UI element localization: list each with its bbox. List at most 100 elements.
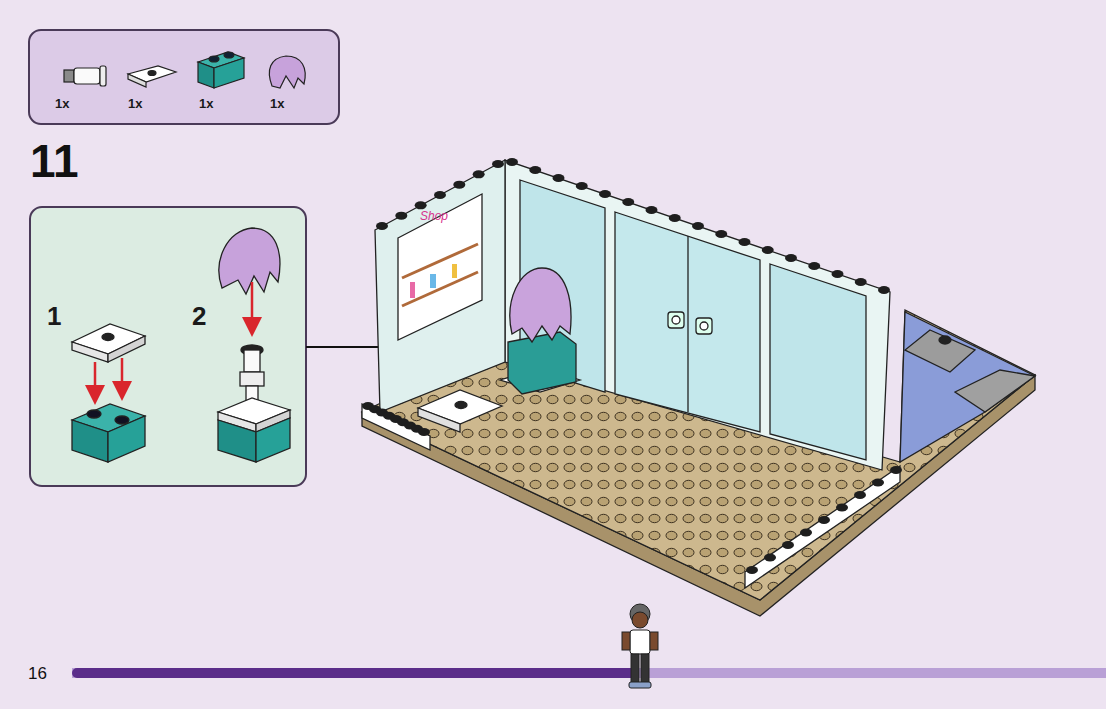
room-model-part [905,330,975,372]
stud [832,270,844,278]
room-model-part [770,264,866,460]
parts-icons-part [64,70,74,82]
parts-panel-part [29,30,339,124]
minifigure-part [650,632,658,650]
substep-2-art-part [218,420,256,462]
stud [800,529,812,537]
progress-bar [72,668,1106,678]
stud [418,428,430,436]
room-model-part [375,160,505,412]
stud [692,222,704,230]
parts-icons-part [128,74,146,87]
minifigure-part [641,654,649,684]
step-number: 11 [30,138,79,184]
page-number: 16 [28,665,47,682]
room-model-part [452,264,457,278]
stud [764,554,776,562]
stud [473,170,485,178]
parts-icons-part [224,52,234,58]
room-model-part [696,318,712,334]
stud [506,158,518,166]
room-model-part [668,312,684,328]
room-model-part [672,316,680,324]
substep-2-art-part [256,418,290,462]
substep-1-art-part [72,420,108,462]
minifigure-part [632,612,648,628]
room-model [362,160,1035,616]
minifigure-part [630,630,650,654]
quantity-label: 1x [199,97,213,110]
substep-1-art-part [121,358,124,396]
parts-icons [64,52,305,88]
stud [890,466,902,474]
room-model-part [955,370,1035,412]
room-model-part [430,274,436,288]
substep-1-art-part [108,416,145,462]
minifigure-part [629,682,651,688]
stud [553,174,565,182]
substep-panel [30,207,306,486]
parts-list-box: 1x1x1x1x [29,30,339,124]
quantity-label: 1x [270,97,284,110]
substep-1-art-part [115,416,129,424]
stud [878,286,890,294]
room-model-part [687,236,688,412]
room-model-part [410,282,415,298]
stud [854,491,866,499]
stud [808,262,820,270]
stud [395,212,407,220]
room-model-part [455,402,467,409]
stud [434,191,446,199]
stud [622,198,634,206]
parts-icons-part [100,66,106,86]
substep-1-art-part [108,336,145,362]
substep-number: 1 [47,303,61,329]
parts-icons-part [269,56,305,88]
stud [576,182,588,190]
substep-number: 2 [192,303,206,329]
substep-1-art-part [102,334,114,341]
parts-icons-part [209,56,219,62]
room-model-part [508,332,576,394]
stud [739,238,751,246]
substep-2-art [218,228,290,462]
room-model-part [939,336,951,344]
room-model-part [505,160,890,470]
stud [492,160,504,168]
room-model-part [510,268,571,342]
stud [762,246,774,254]
stud [746,566,758,574]
stud [669,214,681,222]
parts-icons-part [148,71,156,76]
stud [599,190,611,198]
stud [785,254,797,262]
stud [872,479,884,487]
room-model-part [900,312,1035,462]
room-model-part [402,244,478,278]
wall-studs [362,158,902,574]
substep-2-art-part [219,228,280,294]
substep-box: 12 [30,207,306,486]
room-model-part [402,272,478,306]
parts-panel [29,30,339,124]
minifigure-part [622,632,630,650]
substep-1-art-part [72,342,108,362]
stud [453,181,465,189]
room-model-part [745,466,900,588]
substep-1-art-part [94,362,97,400]
room-model-part [615,212,760,432]
substep-panel-part [30,207,306,486]
minifigure [622,604,658,688]
substep-2-art-part [244,350,260,372]
parts-icons-part [198,62,214,88]
substep-1-art [72,324,145,462]
room-model-part [398,194,482,340]
stud [415,201,427,209]
stud [715,230,727,238]
minifigure-part [631,654,639,684]
stud [818,516,830,524]
stud [376,222,388,230]
substep-2-art-part [240,372,264,386]
progress-bar-part [72,668,638,678]
